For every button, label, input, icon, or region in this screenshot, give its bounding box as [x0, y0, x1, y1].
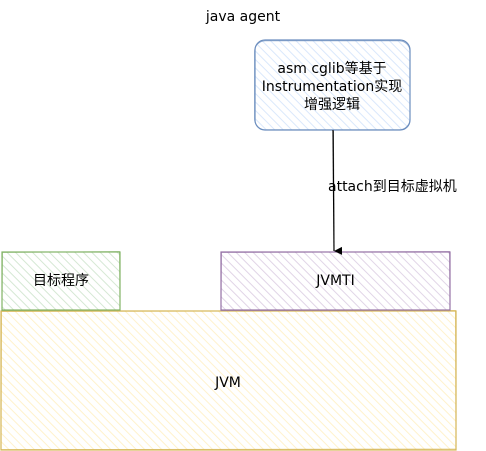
jvm-box — [0, 310, 457, 451]
target-program-box — [1, 251, 121, 311]
attach-edge-label: attach到目标虚拟机 — [328, 179, 457, 195]
diagram-title: java agent — [205, 9, 281, 25]
attach-arrow — [332, 129, 343, 255]
jvm-label: JVM — [215, 375, 241, 391]
jvmti-label: JVMTI — [316, 273, 355, 289]
target-program-label: 目标程序 — [33, 273, 89, 289]
agent-box — [254, 39, 411, 131]
jvmti-box — [220, 251, 451, 311]
agent-label: asm cglib等基于Instrumentation实现增强逻辑 — [261, 61, 403, 113]
